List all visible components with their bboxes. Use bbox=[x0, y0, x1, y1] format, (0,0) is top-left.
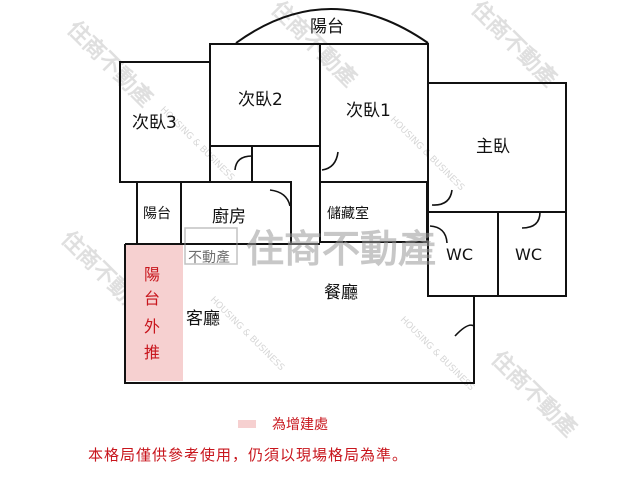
watermark-tile-bottom-right: 住商不動產 bbox=[486, 346, 582, 442]
disclaimer-text: 本格局僅供參考使用，仍須以現場格局為準。 bbox=[88, 446, 409, 464]
label-wc2: WC bbox=[515, 245, 542, 264]
watermark-logo-text: 不動產 bbox=[188, 249, 230, 266]
label-balcony-top: 陽台 bbox=[310, 17, 344, 37]
watermark-brand: 住商不動產 bbox=[246, 227, 436, 271]
label-storage: 儲藏室 bbox=[327, 205, 369, 222]
label-annex-3: 外 bbox=[144, 317, 160, 336]
legend-swatch bbox=[238, 420, 256, 428]
door-swings bbox=[234, 151, 541, 337]
watermark-tile-top-right: 住商不動產 bbox=[466, 0, 562, 92]
label-bedroom2: 次臥2 bbox=[238, 90, 283, 110]
legend-label: 為增建處 bbox=[272, 417, 328, 433]
walls bbox=[119, 8, 567, 384]
watermark-logo-box bbox=[184, 227, 238, 265]
watermark-tile-top-mid: 住商不動產 bbox=[266, 0, 362, 92]
label-bedroom1: 次臥1 bbox=[346, 101, 391, 121]
label-dining: 餐廳 bbox=[324, 283, 358, 303]
annex-area bbox=[126, 245, 183, 381]
label-annex-2: 台 bbox=[144, 289, 160, 308]
label-kitchen: 廚房 bbox=[212, 206, 246, 227]
label-living: 客廳 bbox=[186, 309, 220, 329]
label-wc1: WC bbox=[446, 245, 473, 264]
label-balcony-small: 陽台 bbox=[143, 206, 171, 222]
label-bedroom3: 次臥3 bbox=[132, 113, 177, 133]
watermark-tagline-3: HOUSING & BUSINESS bbox=[208, 295, 286, 373]
label-annex-1: 陽 bbox=[144, 265, 160, 284]
watermark-tile-top-left: 住商不動產 bbox=[62, 16, 158, 112]
label-annex-4: 推 bbox=[144, 343, 160, 362]
label-master: 主臥 bbox=[476, 137, 510, 157]
